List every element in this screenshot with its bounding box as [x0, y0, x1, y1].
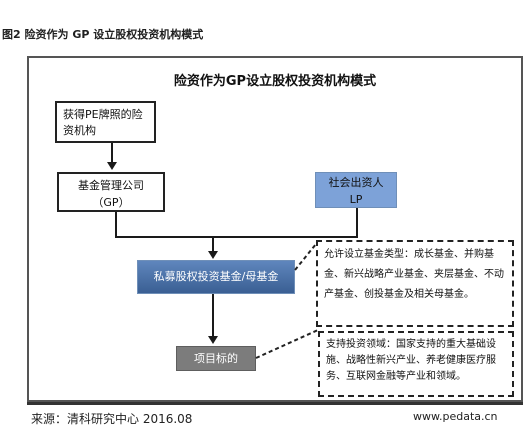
- arrowhead-fund: [208, 251, 218, 259]
- connector-investment-fields: [255, 329, 319, 359]
- edge-fund-to-project: [212, 294, 214, 337]
- insurer-node: 获得PE牌照的险资机构: [55, 101, 156, 143]
- source-label: 来源：清科研究中心 2016.08: [31, 412, 193, 426]
- fund-node: 私募股权投资基金/母基金: [137, 260, 295, 294]
- fund-types-note-text: 允许设立基金类型：成长基金、并购基金、新兴战略产业基金、夹层基金、不动产基金、创…: [324, 249, 504, 300]
- edge-lp-down: [356, 208, 358, 238]
- gp-node-sublabel: （GP）: [92, 196, 130, 209]
- lp-node-sublabel: LP: [349, 193, 363, 206]
- edge-gp-down: [115, 212, 117, 238]
- project-node-label: 项目标的: [194, 352, 238, 365]
- fund-node-label: 私募股权投资基金/母基金: [153, 270, 279, 283]
- arrowhead-gp: [107, 162, 117, 170]
- insurer-node-label: 获得PE牌照的险资机构: [63, 108, 143, 137]
- arrowhead-project: [208, 336, 218, 344]
- edge-merge-to-fund: [212, 236, 214, 252]
- figure-caption: 图2 险资作为 GP 设立股权投资机构模式: [2, 28, 204, 41]
- gp-node-label: 基金管理公司: [78, 179, 144, 192]
- gp-node: 基金管理公司 （GP）: [57, 172, 165, 212]
- footer-rule: [27, 402, 523, 405]
- investment-fields-note: 支持投资领域：国家支持的重大基础设施、战略性新兴产业、养老健康医疗服务、互联网金…: [318, 331, 514, 397]
- fund-types-note: 允许设立基金类型：成长基金、并购基金、新兴战略产业基金、夹层基金、不动产基金、创…: [316, 240, 514, 327]
- edge-merge-line: [115, 236, 358, 238]
- diagram-title: 险资作为GP设立股权投资机构模式: [173, 74, 377, 89]
- investment-fields-note-text: 支持投资领域：国家支持的重大基础设施、战略性新兴产业、养老健康医疗服务、互联网金…: [326, 339, 496, 382]
- lp-node: 社会出资人 LP: [315, 172, 397, 208]
- lp-node-label: 社会出资人: [328, 176, 384, 189]
- website-url: www.pedata.cn: [413, 410, 498, 423]
- project-node: 项目标的: [176, 346, 256, 371]
- edge-insurer-to-gp: [111, 143, 113, 163]
- connector-fund-types: [294, 243, 317, 271]
